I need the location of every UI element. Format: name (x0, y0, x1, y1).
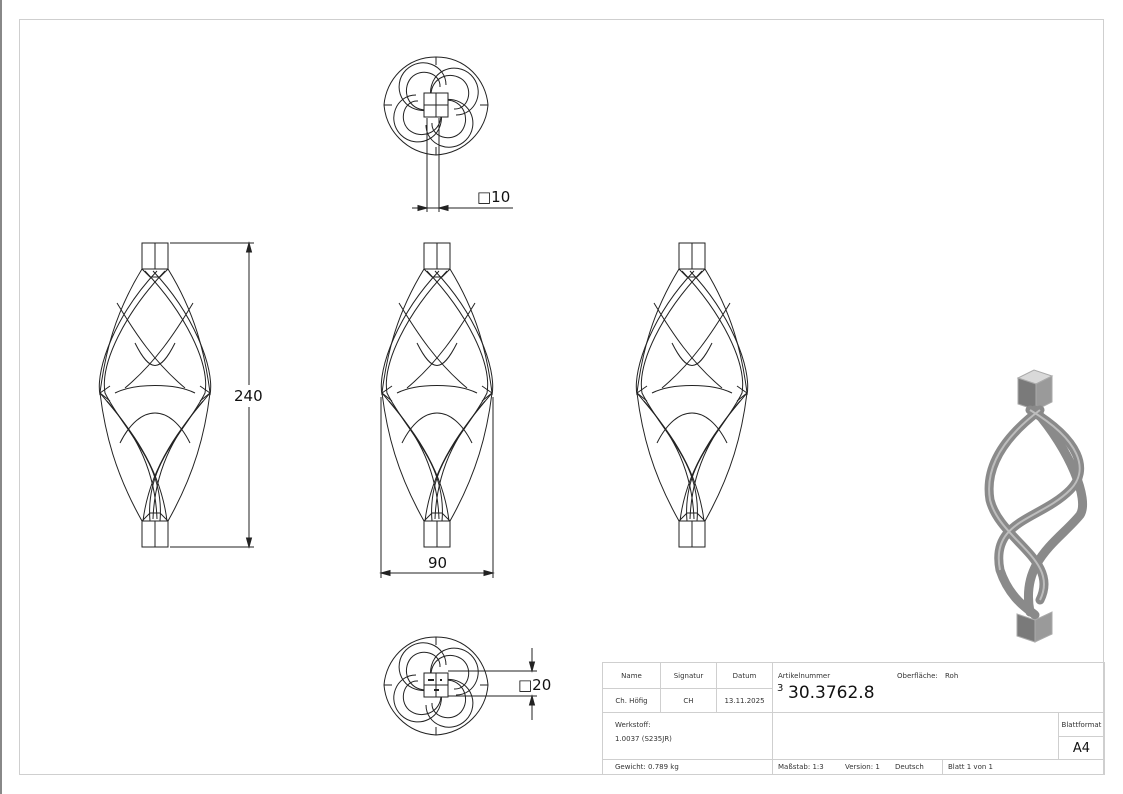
blattformat-value: A4 (1058, 736, 1104, 759)
werkstoff-label: Werkstoff: (615, 721, 651, 729)
artikelnummer-value: 30.3762.8 (788, 683, 875, 703)
werkstoff-cell: Werkstoff: 1.0037 (S235JR) (603, 712, 772, 759)
gewicht: Gewicht: 0.789 kg (603, 759, 772, 774)
dimension-square-20: □20 (518, 676, 552, 694)
version: Version: 1 (845, 763, 880, 771)
sprache: Deutsch (895, 763, 924, 771)
artikel-cell: Artikelnummer Oberfläche: Roh 3 30.3762.… (772, 663, 1104, 712)
dimension-width: 90 (428, 554, 448, 572)
blattformat-label: Blattformat (1058, 712, 1104, 736)
dimension-height: 240 (234, 387, 263, 405)
blatt: Blatt 1 von 1 (942, 759, 1104, 774)
isometric-view (984, 369, 1088, 643)
massstab-cell: Maßstab: 1:3 Version: 1 Deutsch (772, 759, 942, 774)
top-view (383, 56, 489, 156)
front-view-center (380, 242, 494, 548)
value-datum: 13.11.2025 (716, 688, 772, 712)
header-name: Name (621, 671, 642, 680)
front-view-right (635, 242, 749, 548)
artikelnummer-prefix: 3 (777, 683, 784, 694)
drawing-frame (19, 19, 1104, 775)
artikelnummer-label: Artikelnummer (778, 672, 831, 680)
value-signatur: CH (660, 688, 716, 712)
werkstoff-value: 1.0037 (S235JR) (615, 735, 672, 743)
massstab: Maßstab: 1:3 (778, 763, 824, 771)
front-view-left (98, 242, 212, 548)
oberflaeche-label: Oberfläche: (897, 672, 938, 680)
header-signatur: Signatur (660, 663, 716, 688)
oberflaeche-value: Roh (945, 672, 959, 680)
bottom-view (383, 636, 489, 736)
value-name: Ch. Höfig (603, 688, 660, 712)
title-block: Name Signatur Datum Ch. Höfig CH 13.11.2… (602, 662, 1105, 775)
page-edge (0, 0, 2, 794)
header-datum: Datum (716, 663, 772, 688)
blank-cell (772, 712, 1058, 759)
dimension-square-10: □10 (477, 188, 511, 206)
